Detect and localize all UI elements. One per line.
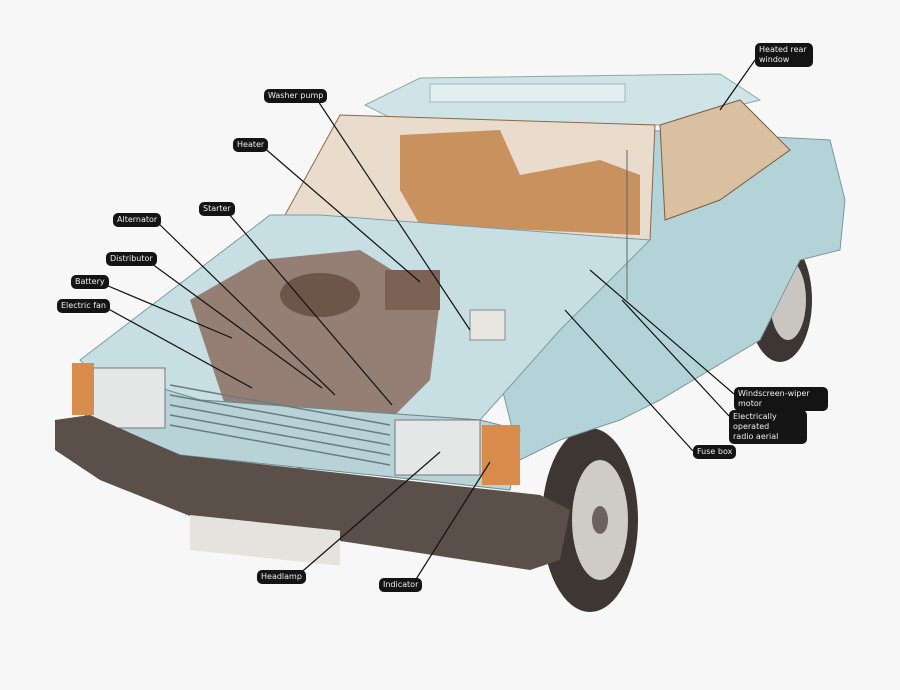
label-heater: Heater [233,138,269,152]
washer-reservoir [469,309,506,341]
right-indicator [482,425,520,485]
number-plate [190,514,340,566]
label-alternator: Alternator [113,213,162,227]
right-headlamp [394,419,481,476]
label-heated-rear-window: Heated rear window [755,43,813,67]
label-distributor: Distributor [106,252,157,266]
side-windows [659,99,791,221]
label-indicator: Indicator [379,578,423,592]
air-filter [280,273,360,317]
heater-unit [385,270,440,310]
grille [169,384,391,466]
label-headlamp: Headlamp [257,570,306,584]
left-indicator [72,363,94,415]
leader-lines [100,59,756,585]
label-battery: Battery [71,275,109,289]
label-starter: Starter [199,202,235,216]
label-electric-fan: Electric fan [57,299,110,313]
label-washer-pump: Washer pump [264,89,328,103]
sunroof [429,83,626,103]
label-radio-aerial: Electrically operated radio aerial [729,410,807,444]
label-fuse-box: Fuse box [693,445,737,459]
left-headlamp [89,367,166,429]
front-bumper [55,415,570,570]
seats [400,130,640,235]
label-windscreen-wiper-motor: Windscreen-wiper motor [734,387,828,411]
front-wheel [542,428,638,612]
